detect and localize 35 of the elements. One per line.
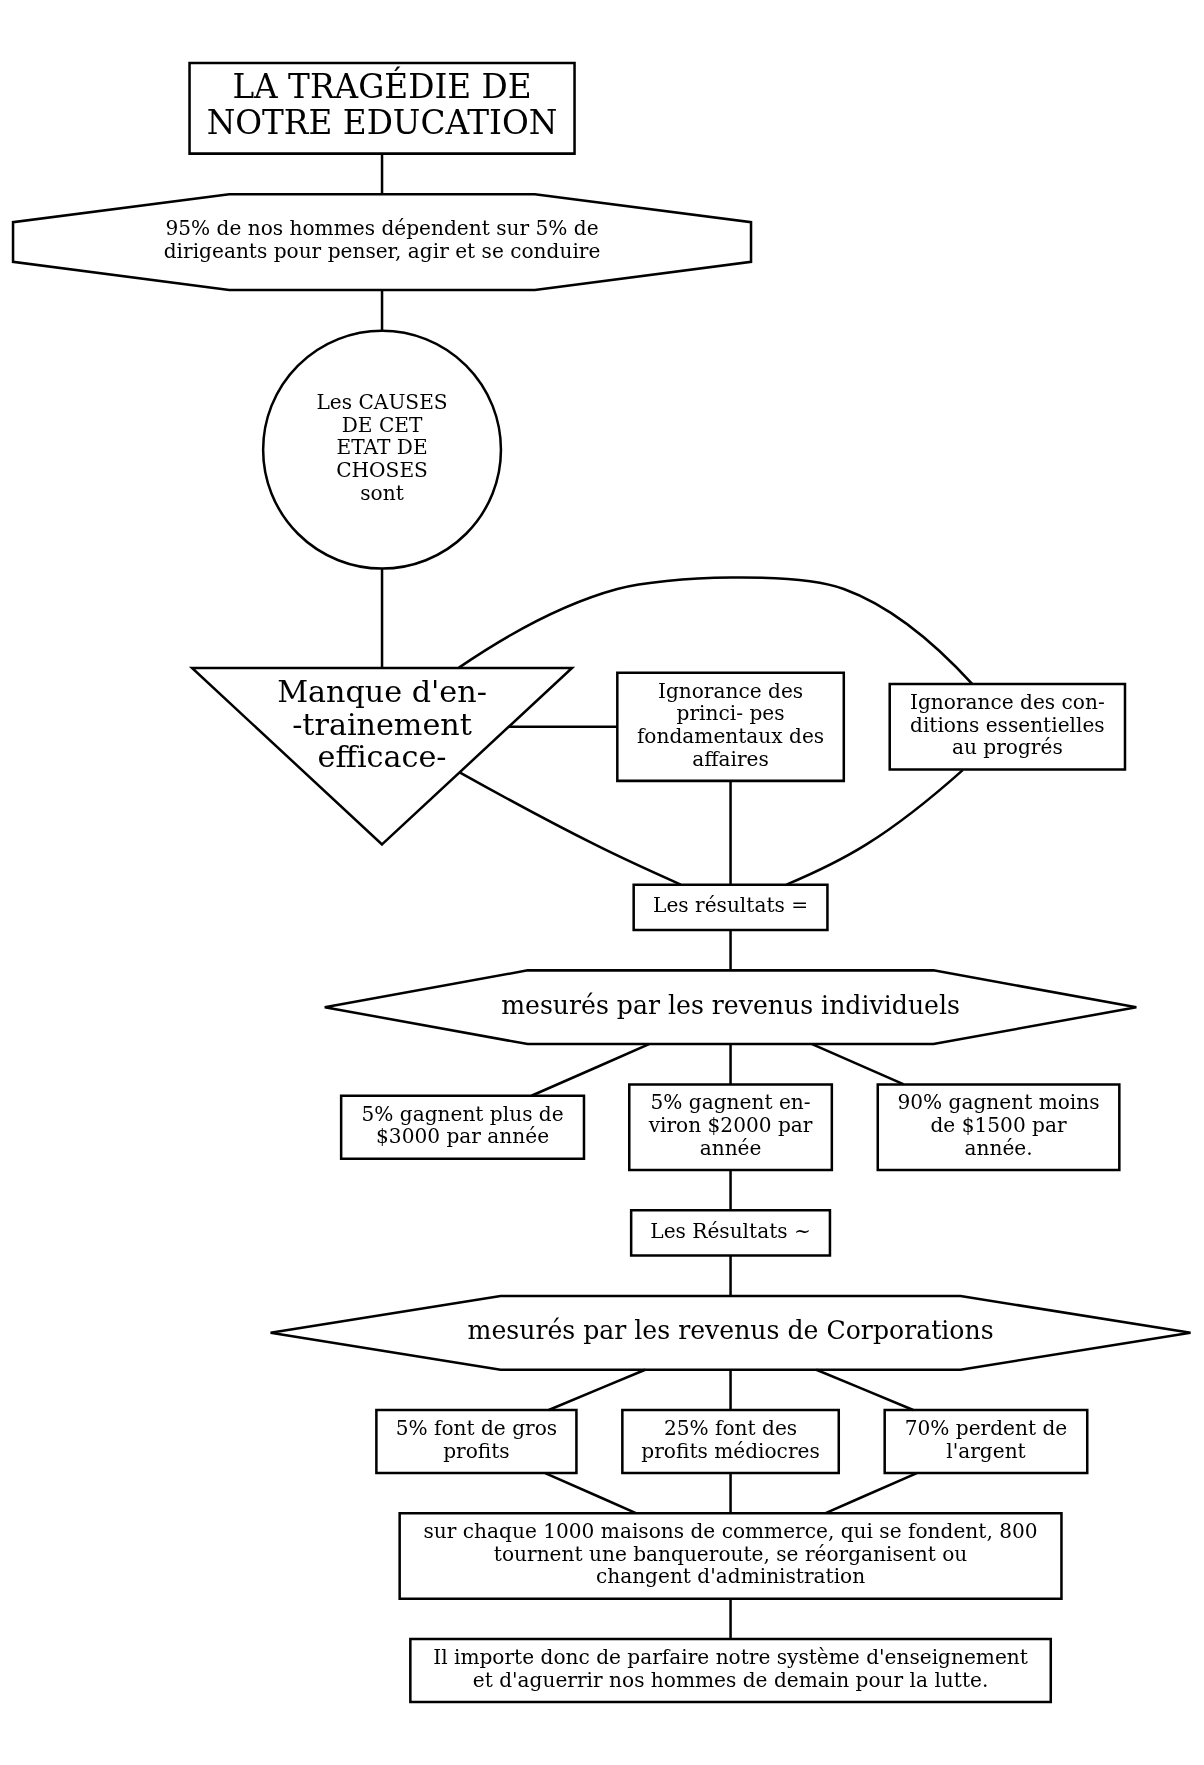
connector — [729, 930, 732, 971]
node-box: 90% gagnent moins de $1500 par année. — [876, 1083, 1121, 1172]
connector — [458, 576, 974, 685]
node-box: Les Résultats ~ — [629, 1209, 832, 1257]
connector — [380, 153, 384, 194]
connector — [544, 1471, 637, 1515]
connector — [530, 1043, 650, 1097]
connector — [548, 1368, 646, 1412]
node-circle: Les CAUSES DE CET ETAT DE CHOSES sont — [261, 329, 503, 570]
node-box: Ignorance des con- ditions essentielles au progrés — [888, 682, 1127, 771]
connector — [509, 725, 618, 729]
node-box: 25% font des profits médiocres — [621, 1408, 840, 1475]
node-box: 70% perdent de l'argent — [883, 1408, 1089, 1475]
connector — [380, 568, 384, 668]
node-box: 5% gagnent en- viron $2000 par année — [628, 1083, 834, 1172]
node-box: 5% gagnent plus de $3000 par année — [339, 1094, 586, 1160]
node-box: Les résultats = — [632, 883, 829, 932]
connector — [459, 771, 682, 886]
connector — [815, 1368, 914, 1412]
connector — [729, 1044, 732, 1085]
connector — [729, 1170, 732, 1211]
node-box: sur chaque 1000 maisons de commerce, qui se fondent, 800 tournent une banqueroute, se réorganisent ou changent d'administration — [398, 1512, 1063, 1601]
connector — [729, 1370, 732, 1410]
node-box: 5% font de gros profits — [375, 1408, 578, 1475]
node-box: Il importe donc de parfaire notre système d'enseignement et d'aguerrir nos hommes de demain pour la lutte. — [409, 1637, 1052, 1704]
connector — [380, 290, 384, 331]
connector — [729, 1255, 732, 1296]
connector — [729, 1598, 732, 1639]
node-box: Ignorance des princi- pes fondamentaux des affaires — [616, 671, 846, 783]
connector — [811, 1043, 905, 1086]
connector — [785, 769, 964, 886]
connector — [825, 1471, 918, 1515]
connector — [729, 781, 732, 885]
node-box: LA TRAGÉDIE DE NOTRE EDUCATION — [188, 61, 576, 155]
connector — [729, 1473, 732, 1513]
